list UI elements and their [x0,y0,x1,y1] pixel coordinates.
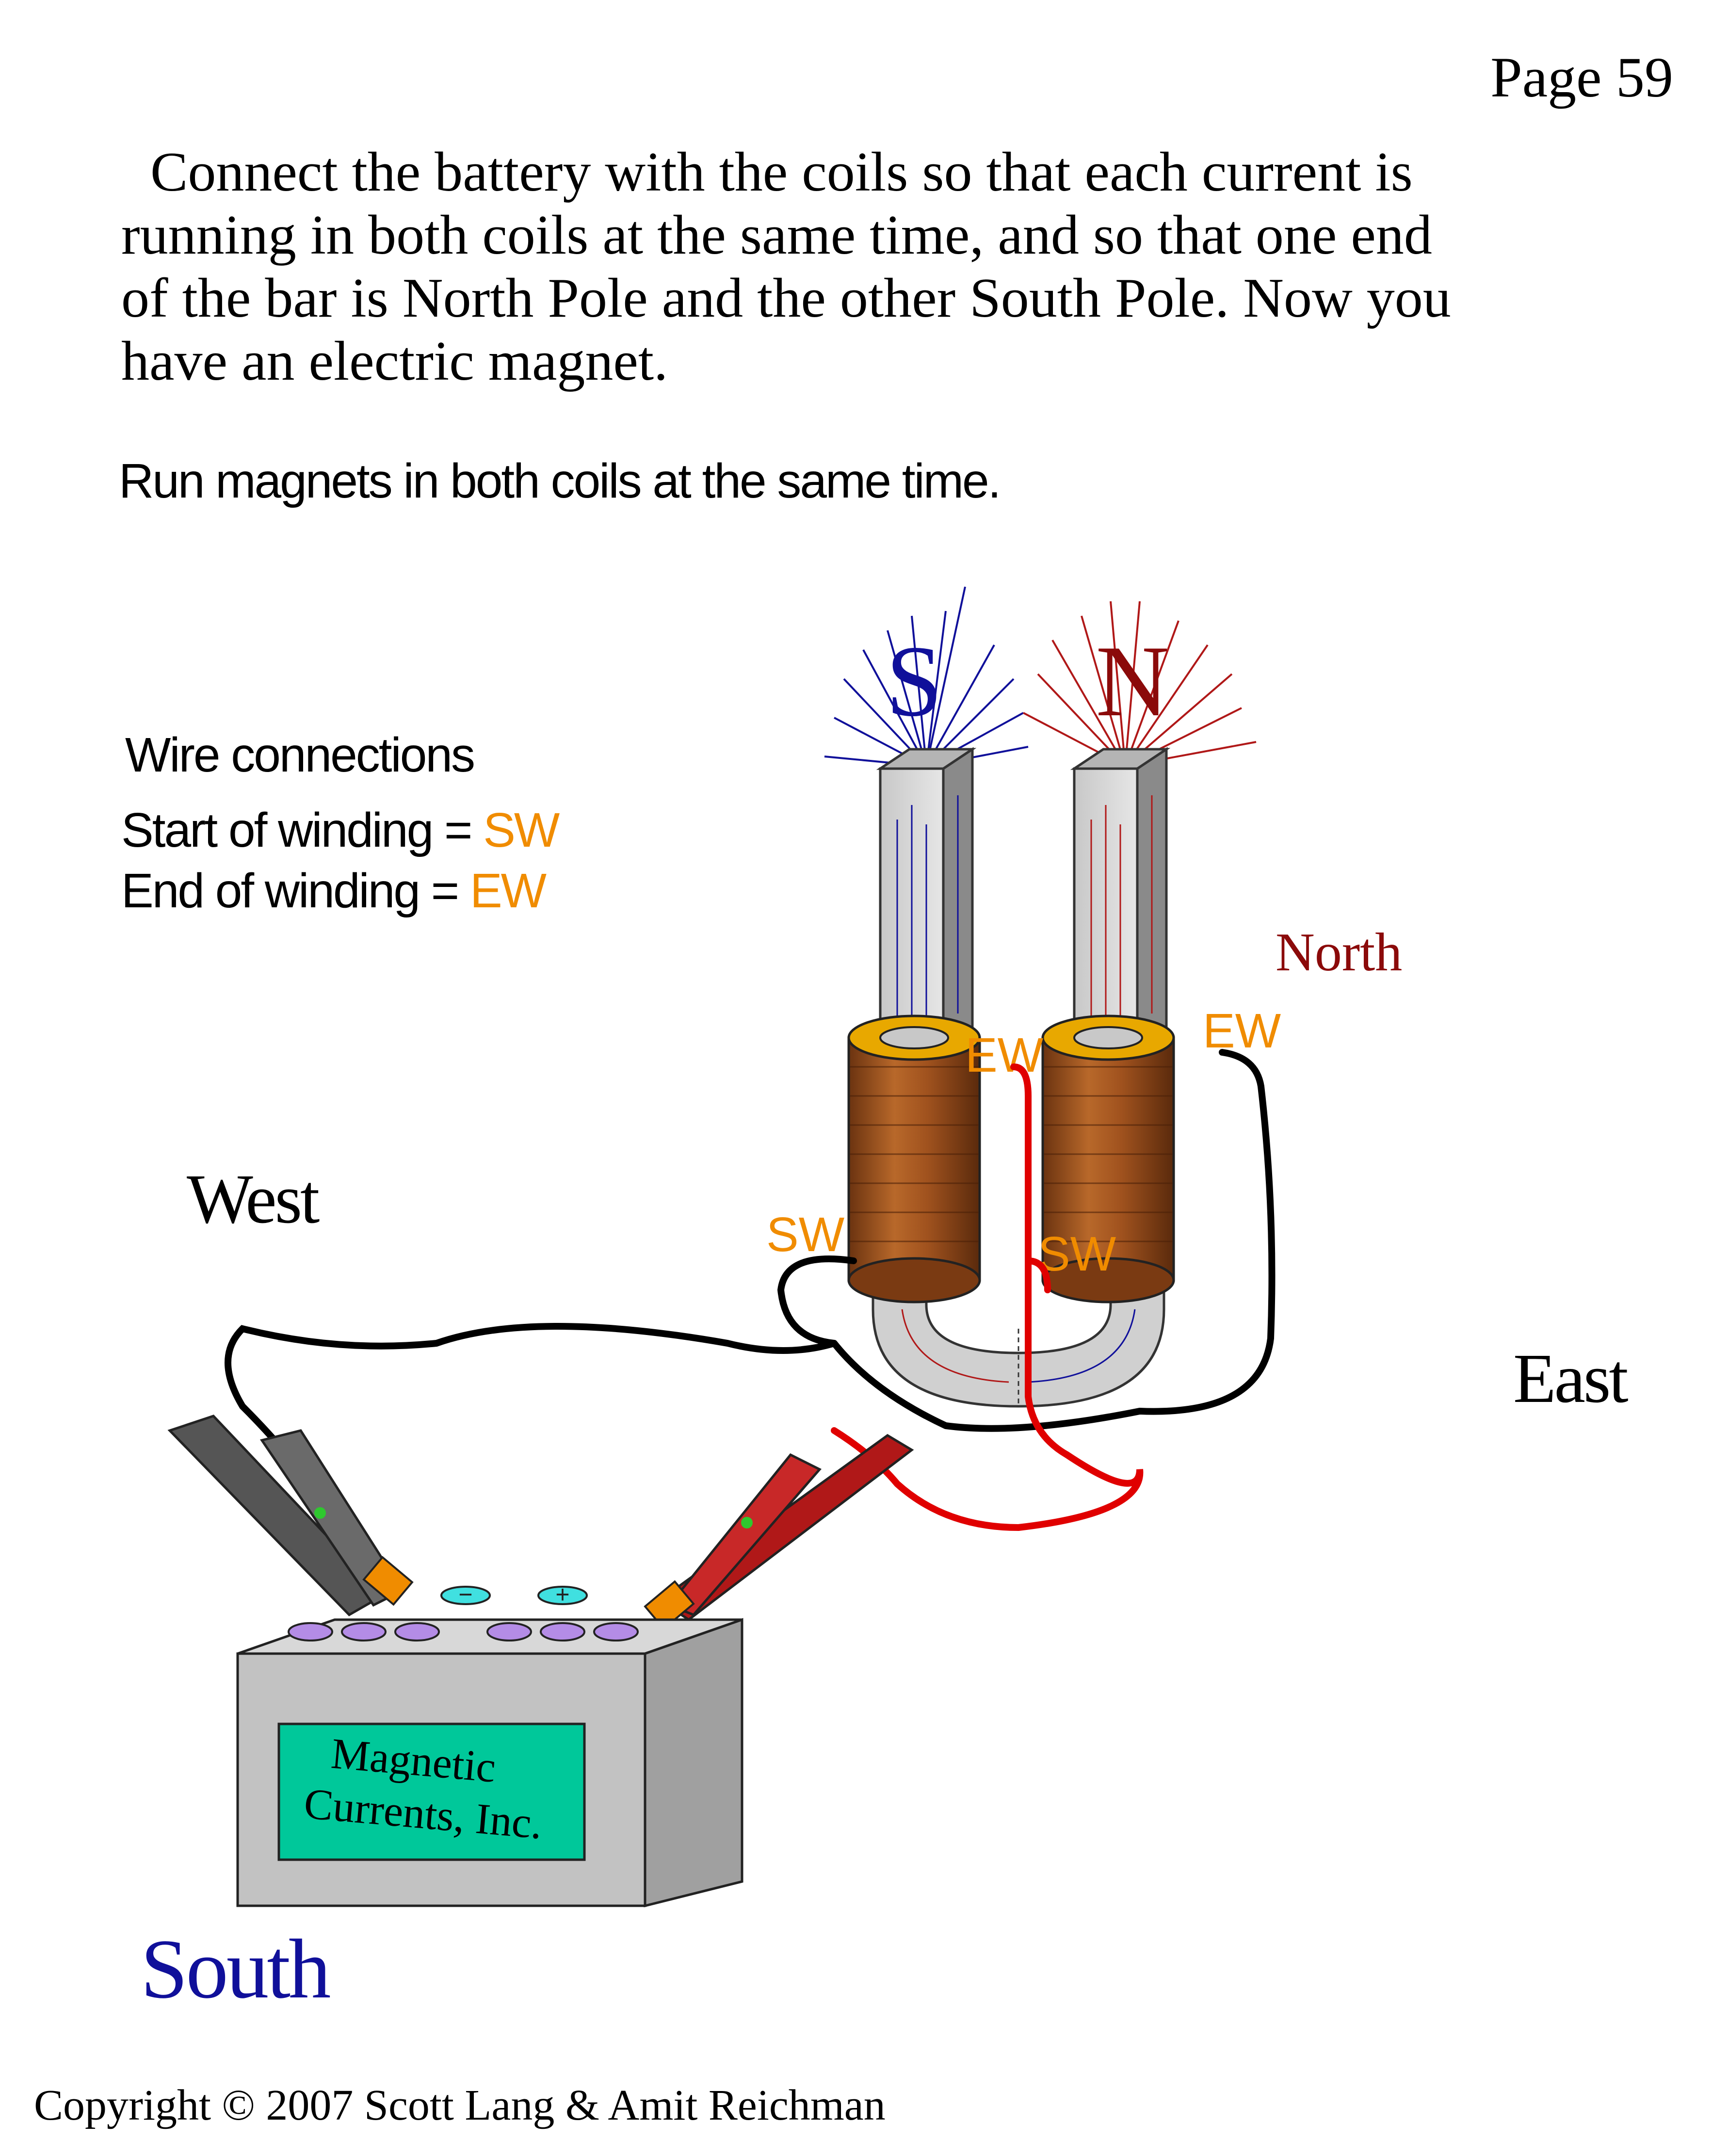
positive-terminal [537,1586,588,1605]
legend-start-code: SW [483,803,560,857]
page-number: Page 59 [1490,46,1673,109]
legend-start-of-winding: Start of winding = SW [121,803,560,858]
battery-caps [288,1622,639,1641]
legend-start-label: Start of winding = [121,803,484,857]
negative-terminal-symbol: − [458,1581,472,1608]
north-pole-letter: N [1096,625,1169,738]
left-coil-end-winding-label: EW [965,1028,1044,1082]
intro-line: running in both coils at the same time, … [121,204,1432,266]
positive-wire [831,1063,1144,1531]
legend-end-code: EW [469,864,547,918]
south-pole-letter: S [886,625,943,738]
copyright-notice: Copyright © 2007 Scott Lang & Amit Reich… [34,2081,886,2129]
right-coil-end-winding-label: EW [1203,1004,1281,1058]
left-coil [847,1014,981,1303]
intro-line: of the bar is North Pole and the other S… [121,267,1451,329]
south-pole-bar [876,747,977,1045]
intro-line: have an electric magnet. [121,330,668,392]
battery: − + Magnetic Currents, Inc. [236,1581,743,1908]
compass-east-label: East [1513,1340,1629,1417]
negative-wire [225,1049,1276,1487]
right-coil-start-winding-label: SW [1038,1227,1116,1281]
intro-line: Connect the battery with the coils so th… [150,141,1413,203]
u-core [872,1259,1165,1408]
instruction-text: Run magnets in both coils at the same ti… [119,454,1001,508]
compass-north-label: North [1276,922,1403,982]
legend-end-label: End of winding = [121,864,470,918]
legend-title: Wire connections [125,728,475,782]
negative-terminal [440,1586,491,1605]
positive-terminal-symbol: + [555,1581,569,1608]
north-pole-bar [1070,747,1171,1045]
compass-south-label: South [141,1922,331,2016]
intro-paragraph: Connect the battery with the coils so th… [121,141,1576,393]
positive-clamp [644,1434,914,1630]
negative-clamp [167,1415,414,1617]
compass-west-label: West [187,1160,320,1238]
left-coil-start-winding-label: SW [766,1207,845,1262]
legend-end-of-winding: End of winding = EW [121,863,547,919]
right-coil [1041,1014,1175,1303]
battery-label-panel [277,1722,586,1861]
